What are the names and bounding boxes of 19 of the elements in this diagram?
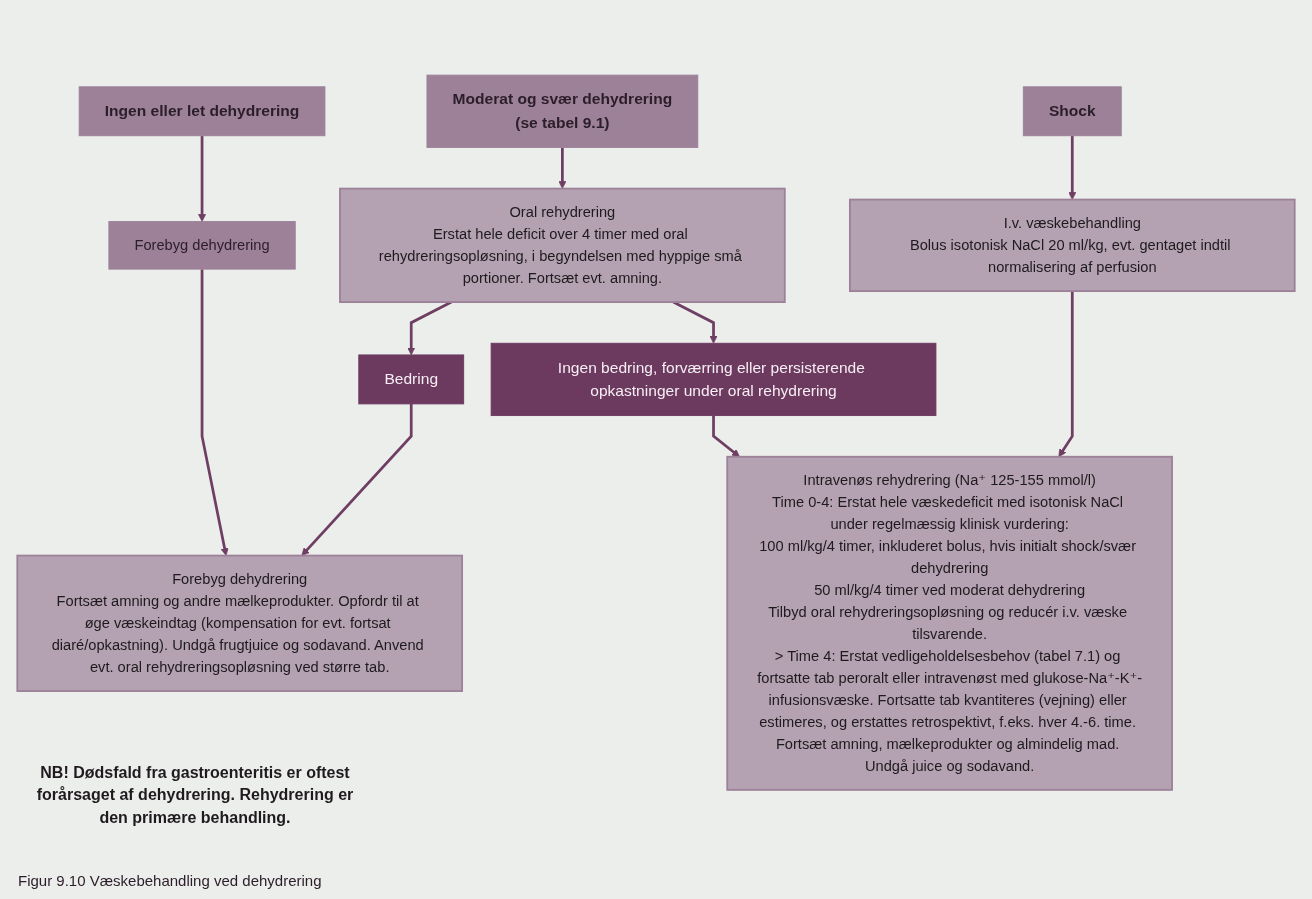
arrow <box>200 269 229 556</box>
arrow <box>558 147 567 189</box>
arrow <box>1068 135 1077 200</box>
node-box: Bedring <box>358 354 465 405</box>
arrow <box>1058 291 1074 458</box>
node-box: I.v. væskebehandling Bolus isotonisk NaCl 20 ml/kg, evt. gentaget indtil normalisering af perfusion <box>848 198 1296 292</box>
node-box: Shock <box>1022 86 1122 137</box>
arrow <box>301 403 413 556</box>
node-box: Oral rehydrering Erstat hele deficit over 4 timer med oral rehydreringsopløsning, i begyndelsen med hyppige små portioner. Fortsæt evt. amning. <box>339 187 786 303</box>
figure-caption: Figur 9.10 Væskebehandling ved dehydrering <box>18 872 322 889</box>
node-box: Forebyg dehydrering Fortsæt amning og andre mælkeprodukter. Opfordr til at øge væskeindtag (kompensation for evt. fortsat diaré/opkastning). Undgå frugtjuice og sodavand. Anvend evt. oral rehydreringsopløsning ved større tab. <box>16 554 464 692</box>
arrow <box>712 415 740 458</box>
node-box: Ingen eller let dehydrering <box>78 86 326 137</box>
note-text: NB! Dødsfald fra gastroenteritis er oftest forårsaget af dehydrering. Rehydrering er den primære behandling. <box>35 762 355 828</box>
node-box: Moderat og svær dehydrering (se tabel 9.1) <box>426 74 699 148</box>
node-box: Intravenøs rehydrering (Na⁺ 125-155 mmol/l) Time 0-4: Erstat hele væskedeficit med isotonisk NaCl under regelmæssig klinisk vurdering: 100 ml/kg/4 timer, inkluderet bolus, hvis initialt shock/svær dehydrering 50 ml/kg/4 timer ved moderat dehydrering Tilbyd oral rehydreringsopløsning og reducér i.v. væske tilsvarende. > Time 4: Erstat vedligeholdelsesbehov (tabel 7.1) og fortsatte tab peroralt eller intravenøst med glukose-Na⁺-K⁺-infusionsvæske. Fortsatte tab kvantiteres (vejning) eller estimeres, og erstattes retrospektivt, f.eks. hver 4.-6. time. Fortsæt amning, mælkeprodukter og almindelig mad. Undgå juice og sodavand. <box>726 455 1173 791</box>
arrow <box>198 135 207 222</box>
node-box: Ingen bedring, forværring eller persisterende opkastninger under oral rehydrering <box>490 342 937 417</box>
node-box: Forebyg dehydrering <box>108 221 296 270</box>
